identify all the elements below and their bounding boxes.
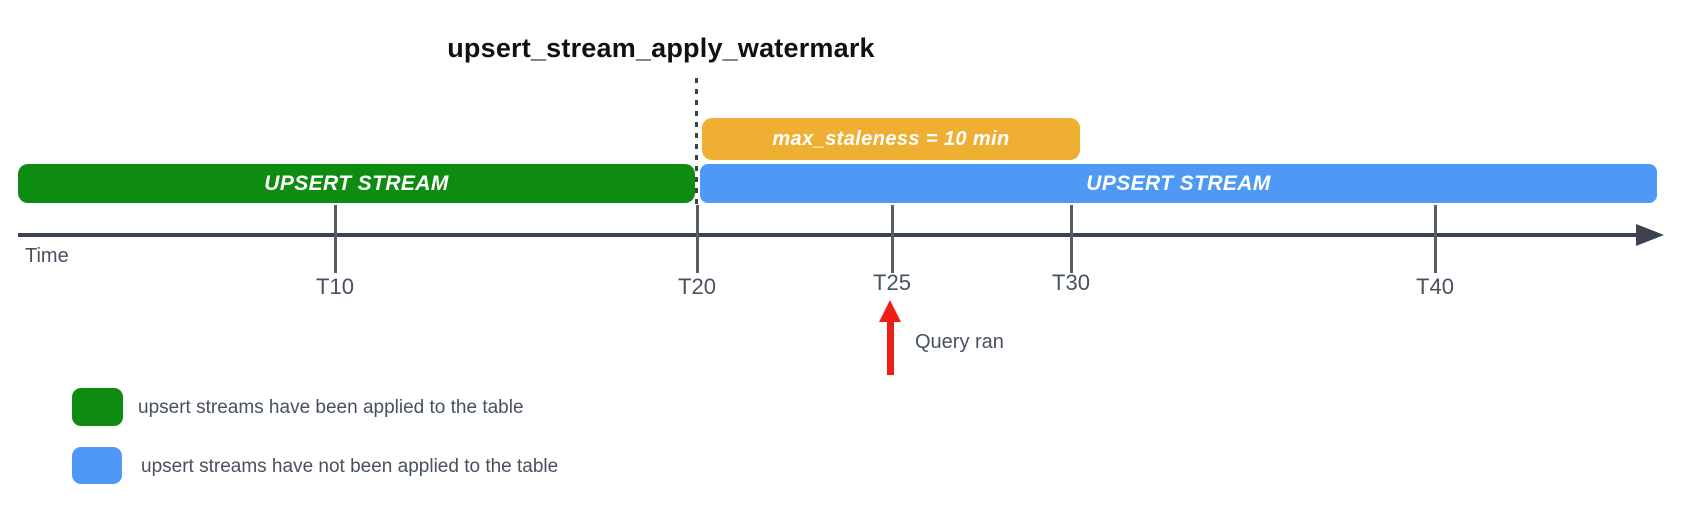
query-ran-arrow-shaft — [887, 318, 894, 375]
query-ran-label: Query ran — [915, 331, 1004, 353]
upsert-stream-pending-bar-label: UPSERT STREAM — [1086, 171, 1271, 195]
tick-label-t20: T20 — [678, 274, 716, 299]
tick-t25 — [891, 205, 894, 273]
time-axis-arrowhead-icon — [1636, 224, 1664, 246]
tick-label-t40: T40 — [1416, 274, 1454, 299]
tick-t20 — [696, 205, 699, 273]
query-ran-arrow-icon — [879, 300, 901, 322]
watermark-dashed-line — [695, 78, 698, 206]
max-staleness-bar: max_staleness = 10 min — [702, 118, 1080, 160]
legend-swatch-applied — [72, 388, 123, 426]
time-axis-line — [18, 233, 1638, 237]
max-staleness-bar-label: max_staleness = 10 min — [772, 127, 1010, 150]
tick-label-t10: T10 — [316, 274, 354, 299]
tick-t40 — [1434, 205, 1437, 273]
legend-label-pending: upsert streams have not been applied to … — [141, 456, 559, 477]
tick-label-t30: T30 — [1052, 270, 1090, 295]
legend-swatch-pending — [72, 447, 122, 484]
upsert-stream-pending-bar: UPSERT STREAM — [700, 164, 1657, 203]
upsert-stream-applied-bar: UPSERT STREAM — [18, 164, 695, 203]
page-title: upsert_stream_apply_watermark — [447, 33, 875, 63]
tick-t30 — [1070, 205, 1073, 273]
upsert-stream-applied-bar-label: UPSERT STREAM — [264, 171, 449, 195]
tick-label-t25: T25 — [873, 270, 911, 295]
tick-t10 — [334, 205, 337, 273]
time-axis-label: Time — [25, 245, 69, 267]
legend-label-applied: upsert streams have been applied to the … — [138, 397, 524, 418]
